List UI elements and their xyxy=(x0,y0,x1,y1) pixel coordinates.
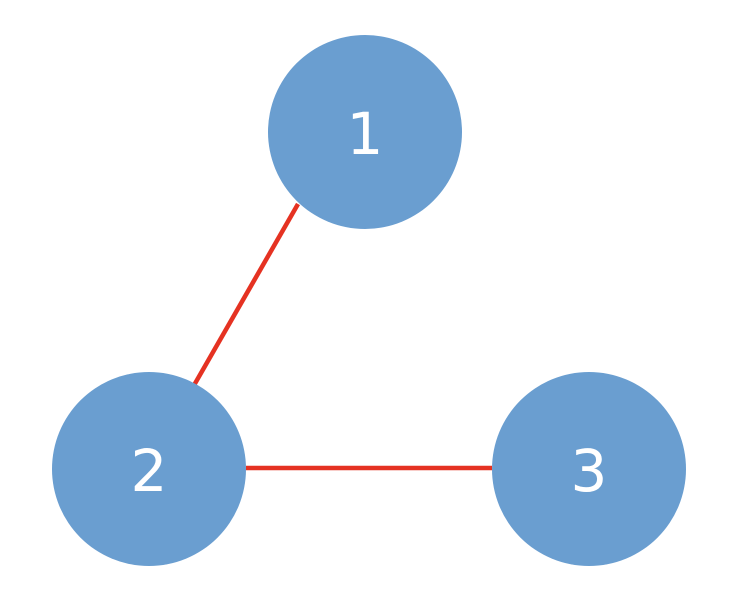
node-3-label: 3 xyxy=(571,437,608,505)
node-2-label: 2 xyxy=(131,437,168,505)
node-3: 3 xyxy=(492,372,686,566)
edge-1-2 xyxy=(191,202,300,389)
node-3-circle xyxy=(492,372,686,566)
node-2-circle xyxy=(52,372,246,566)
node-2: 2 xyxy=(52,372,246,566)
node-1-circle xyxy=(268,35,462,229)
node-1: 1 xyxy=(268,35,462,229)
node-1-label: 1 xyxy=(347,100,384,168)
